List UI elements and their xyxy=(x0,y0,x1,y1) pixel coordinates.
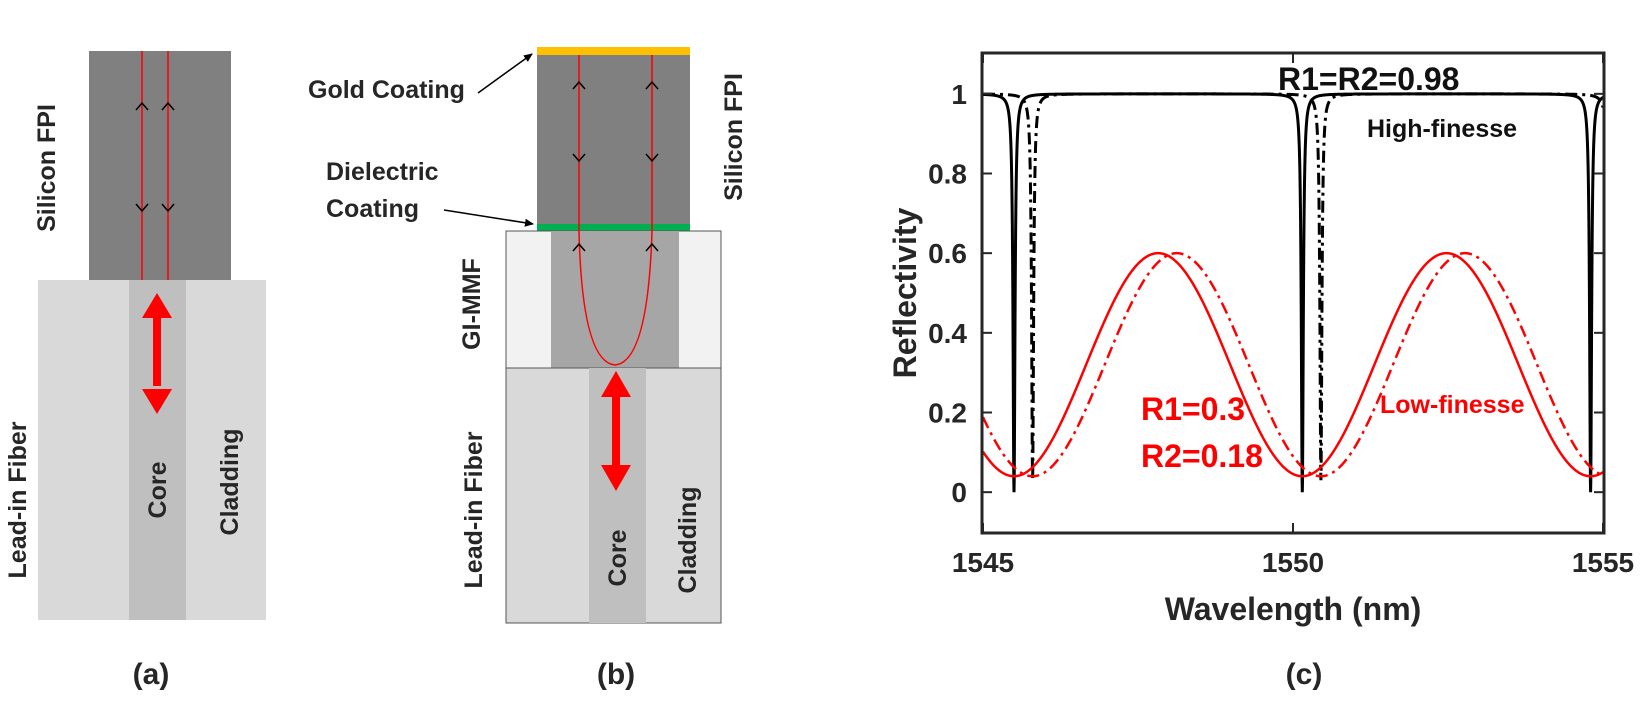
low-finesse-r2: R2=0.18 xyxy=(1141,438,1263,474)
low-finesse-label: Low-finesse xyxy=(1380,391,1525,419)
cladding-label: Cladding xyxy=(674,487,702,594)
y-tick-label: 0.4 xyxy=(928,318,967,349)
gi-mmf-label: GI-MMF xyxy=(458,258,486,350)
chart-curves xyxy=(981,92,1605,493)
panel-caption: (b) xyxy=(597,658,635,691)
silicon-fpi-label: Silicon FPI xyxy=(33,104,61,232)
y-tick-label: 0.6 xyxy=(928,238,967,269)
down-arrow-icon xyxy=(645,153,659,163)
panel-a: Silicon FPI Lead-in Fiber Core Cladding … xyxy=(4,51,266,691)
core-label: Core xyxy=(604,529,632,586)
lead-in-fiber-label: Lead-in Fiber xyxy=(460,431,488,588)
panel-caption: (a) xyxy=(133,658,170,691)
up-arrow-icon xyxy=(572,242,586,252)
panel-b: Gold Coating Dielectric Coating Silicon … xyxy=(308,47,748,691)
y-tick-label: 0.8 xyxy=(928,159,967,190)
y-tick-label: 0 xyxy=(951,477,967,508)
low-finesse-r1: R1=0.3 xyxy=(1141,391,1245,427)
y-tick-label: 0.2 xyxy=(928,398,967,429)
down-arrow-icon xyxy=(572,153,586,163)
high-finesse-params: R1=R2=0.98 xyxy=(1278,61,1459,97)
up-arrow-icon xyxy=(135,101,149,111)
up-arrow-icon xyxy=(161,101,175,111)
gold-coating-layer xyxy=(537,47,690,55)
y-tick-label: 1 xyxy=(951,79,967,110)
lead-in-fiber-label: Lead-in Fiber xyxy=(4,421,32,578)
x-tick-label: 1550 xyxy=(1262,547,1324,578)
up-arrow-icon xyxy=(645,242,659,252)
dielectric-coating-layer xyxy=(537,224,690,231)
double-arrow-icon xyxy=(601,371,631,491)
low-finesse-curve-dashdot xyxy=(981,251,1604,478)
double-arrow-icon xyxy=(142,293,172,414)
high-finesse-curve-dashdot xyxy=(983,92,1605,481)
x-axis: 1545 1550 1555 xyxy=(952,54,1634,578)
light-ray xyxy=(578,55,653,366)
plot-frame xyxy=(980,51,1606,535)
silicon-fpi-block xyxy=(537,55,690,225)
down-arrow-icon xyxy=(161,203,175,213)
panel-c-chart: 0 0.2 0.4 0.6 0.8 1 1545 1550 1555 Reflectivity… xyxy=(887,51,1634,691)
up-arrow-icon xyxy=(645,80,659,90)
silicon-fpi-label: Silicon FPI xyxy=(720,73,748,201)
up-arrow-icon xyxy=(572,80,586,90)
high-finesse-label: High-finesse xyxy=(1367,115,1517,143)
silicon-fpi-block xyxy=(89,51,231,280)
pointer-arrow xyxy=(477,53,533,94)
pointer-arrow xyxy=(443,209,534,227)
dielectric-coating-label-line2: Coating xyxy=(326,195,419,223)
gi-mmf-core xyxy=(551,231,679,368)
cladding-label: Cladding xyxy=(216,429,244,536)
x-axis-label: Wavelength (nm) xyxy=(1165,591,1422,627)
core-label: Core xyxy=(144,461,172,518)
dielectric-coating-label-line1: Dielectric xyxy=(326,158,439,186)
y-axis: 0 0.2 0.4 0.6 0.8 1 xyxy=(928,79,1603,508)
low-finesse-curve-solid xyxy=(981,251,1604,478)
y-axis-label: Reflectivity xyxy=(887,207,923,378)
x-tick-label: 1555 xyxy=(1572,547,1634,578)
down-arrow-icon xyxy=(135,203,149,213)
gold-coating-label: Gold Coating xyxy=(308,76,465,104)
panel-caption: (c) xyxy=(1286,658,1323,691)
x-tick-label: 1545 xyxy=(952,547,1014,578)
